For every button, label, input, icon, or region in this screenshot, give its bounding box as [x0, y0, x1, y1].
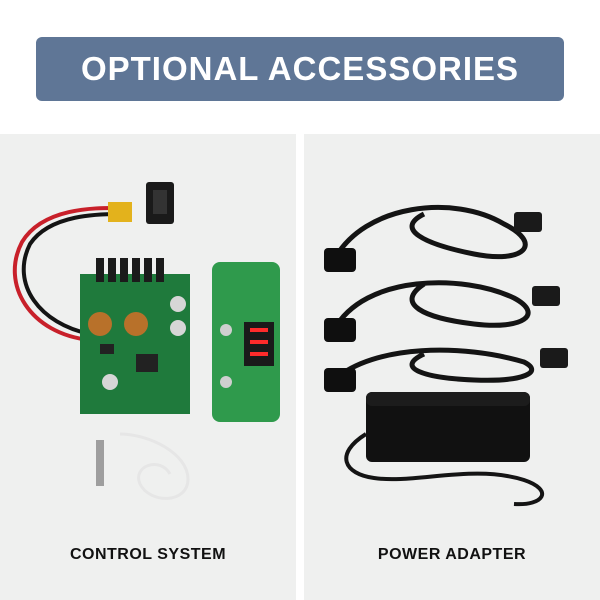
button: [220, 324, 232, 336]
black-wire: [21, 212, 121, 336]
iec-connector: [324, 318, 356, 342]
iec-connector: [324, 248, 356, 272]
red-wire: [12, 205, 121, 342]
control-system-panel: CONTROL SYSTEM: [0, 134, 296, 600]
adapter-cable: [344, 432, 545, 507]
power-cord-3: [332, 347, 534, 383]
power-cord-2: [331, 280, 531, 332]
inductor: [124, 312, 148, 336]
plug: [540, 348, 568, 368]
power-adapter-panel: POWER ADAPTER: [304, 134, 600, 600]
title-banner: OPTIONAL ACCESSORIES: [36, 37, 564, 101]
button: [220, 376, 232, 388]
power-cord-1: [331, 205, 528, 262]
ic-chip: [100, 344, 114, 354]
plug: [532, 286, 560, 306]
ic-chip: [136, 354, 158, 372]
capacitor: [170, 296, 186, 312]
adapter-brick: [366, 392, 530, 462]
inductor: [88, 312, 112, 336]
main-pcb: [80, 274, 190, 414]
capacitor: [170, 320, 186, 336]
power-adapter-caption: POWER ADAPTER: [377, 546, 527, 563]
power-adapter-photo: [324, 205, 568, 507]
control-system-caption: CONTROL SYSTEM: [69, 546, 227, 563]
plug: [514, 212, 542, 232]
yellow-connector: [108, 202, 132, 222]
heatsink: [96, 258, 164, 282]
control-system-photo: [12, 182, 280, 500]
iec-connector: [324, 368, 356, 392]
capacitor: [102, 374, 118, 390]
banner-title: OPTIONAL ACCESSORIES: [80, 50, 520, 87]
temperature-sensor: [119, 432, 190, 500]
